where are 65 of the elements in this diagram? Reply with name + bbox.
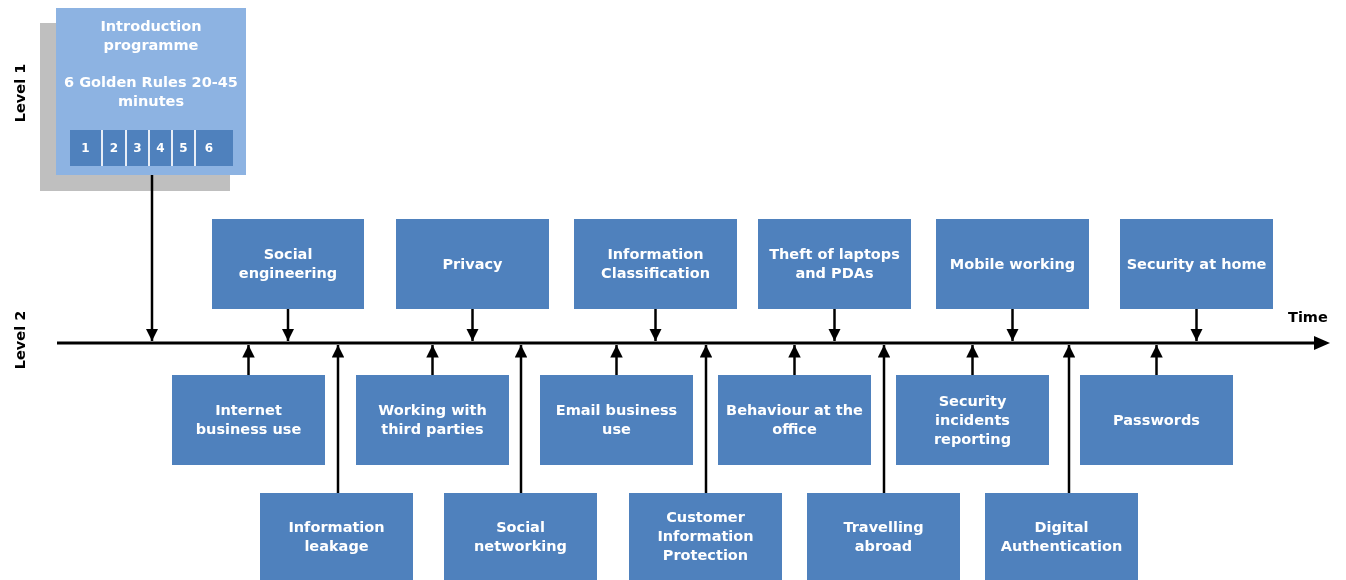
timeline-arrow [57,336,1330,350]
arrow [828,309,841,341]
arrow [242,345,255,375]
arrow [466,309,479,341]
topic-title: Security incidents reporting [932,391,1013,449]
programme-title: Introduction programme [99,17,203,55]
topic-title: Information Classification [600,245,711,283]
topic-title: Information leakage [287,517,386,556]
rule-number: 1 [70,130,103,166]
topic-box [629,493,782,580]
topic-box [540,375,693,465]
rule-number: 5 [173,130,196,166]
topic-title: Internet business use [194,401,303,439]
topic-box [444,493,597,580]
topic-title: Travelling abroad [842,517,925,556]
rule-number: 2 [103,130,127,166]
topic-title: Privacy [442,254,503,274]
rule-number: 3 [127,130,150,166]
topic-box [396,219,549,309]
rule-number: 6 [196,130,222,166]
arrow [145,175,159,341]
topic-box [758,219,911,309]
topic-box [172,375,325,465]
topic-box [896,375,1049,465]
arrow [1062,345,1076,493]
topic-title: Theft of laptops and PDAs [768,245,901,283]
arrow [1006,309,1019,341]
topic-title: Working with third parties [377,401,488,439]
topic-title: Email business use [554,401,679,439]
arrow [1150,345,1163,375]
arrow [877,345,891,493]
level-label: Level 2 [12,310,28,370]
arrow [966,345,979,375]
arrow [1190,309,1203,341]
rule-number: 4 [150,130,173,166]
arrow [426,345,439,375]
topic-box [212,219,364,309]
arrow [649,309,662,341]
arrow [610,345,623,375]
topic-box [1080,375,1233,465]
topic-title: Mobile working [949,254,1076,274]
topic-box [985,493,1138,580]
topic-title: Social networking [473,517,568,556]
arrow [699,345,713,493]
arrow [788,345,801,375]
programme-box [56,8,246,175]
topic-title: Customer Information Protection [656,508,755,565]
topic-title: Behaviour at the office [725,401,864,439]
topic-title: Security at home [1126,254,1267,274]
topic-box [807,493,960,580]
topic-box [718,375,871,465]
arrow [331,345,345,493]
topic-box [356,375,509,465]
programme-details: 6 Golden Rules 20-45 minutes [63,73,239,111]
arrow [514,345,528,493]
topic-box [574,219,737,309]
topic-title: Social engineering [237,245,339,283]
arrow [281,309,295,341]
axis-label: Time [1288,309,1328,325]
topic-box [936,219,1089,309]
topic-box [260,493,413,580]
topic-title: Digital Authentication [999,517,1124,556]
level-label: Level 1 [12,63,28,123]
topic-title: Passwords [1113,410,1200,430]
topic-box [1120,219,1273,309]
